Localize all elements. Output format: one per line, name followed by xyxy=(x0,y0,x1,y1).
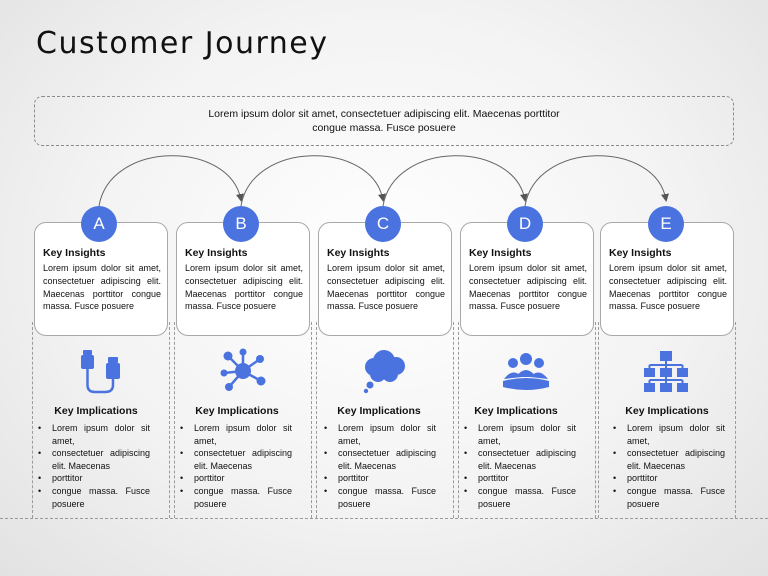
list-item: Lorem ipsum dolor sit amet, xyxy=(464,422,576,447)
implications-list-e: Lorem ipsum dolor sit amet, consectetuer… xyxy=(613,422,725,510)
stage-badge-b: B xyxy=(223,206,259,242)
list-item: consectetuer adipiscing elit. Maecenas xyxy=(464,447,576,472)
insight-title: Key Insights xyxy=(609,247,672,259)
list-item: consectetuer adipiscing elit. Maecenas xyxy=(324,447,436,472)
column-guide xyxy=(174,322,312,518)
list-item: congue massa. Fusce posuere xyxy=(180,485,292,510)
list-item: congue massa. Fusce posuere xyxy=(464,485,576,510)
intro-text: Lorem ipsum dolor sit amet, consectetuer… xyxy=(208,108,560,134)
implications-title-c: Key Implications xyxy=(337,405,421,417)
insight-title: Key Insights xyxy=(327,247,390,259)
implications-list-b: Lorem ipsum dolor sit amet, consectetuer… xyxy=(180,422,292,510)
insight-text: Lorem ipsum dolor sit amet, consectetuer… xyxy=(609,263,727,312)
arc-d-e xyxy=(524,155,669,207)
insight-text: Lorem ipsum dolor sit amet, consectetuer… xyxy=(185,263,303,312)
column-guide xyxy=(598,322,736,518)
list-item: Lorem ipsum dolor sit amet, xyxy=(38,422,150,447)
list-item: porttitor xyxy=(180,472,292,485)
insight-text: Lorem ipsum dolor sit amet, consectetuer… xyxy=(469,263,587,312)
implications-title-a: Key Implications xyxy=(54,405,138,417)
insight-text: Lorem ipsum dolor sit amet, consectetuer… xyxy=(327,263,445,312)
org-chart-icon xyxy=(644,351,688,392)
thought-cloud-icon xyxy=(363,350,405,394)
implications-title-b: Key Implications xyxy=(195,405,279,417)
column-guide xyxy=(316,322,454,518)
intro-box: Lorem ipsum dolor sit amet, consectetuer… xyxy=(34,96,734,146)
usb-cable-icon xyxy=(81,350,120,394)
implications-list-c: Lorem ipsum dolor sit amet, consectetuer… xyxy=(324,422,436,510)
implications-title-d: Key Implications xyxy=(474,405,558,417)
list-item: porttitor xyxy=(38,472,150,485)
insight-text: Lorem ipsum dolor sit amet, consectetuer… xyxy=(43,263,161,312)
page-title: Customer Journey xyxy=(36,26,329,61)
stage-badge-a: A xyxy=(81,206,117,242)
base-divider xyxy=(0,518,768,519)
arc-a-b xyxy=(98,155,244,207)
insight-title: Key Insights xyxy=(43,247,106,259)
list-item: consectetuer adipiscing elit. Maecenas xyxy=(613,447,725,472)
list-item: porttitor xyxy=(613,472,725,485)
implications-list-d: Lorem ipsum dolor sit amet, consectetuer… xyxy=(464,422,576,510)
list-item: Lorem ipsum dolor sit amet, xyxy=(324,422,436,447)
network-hub-icon xyxy=(220,348,266,391)
implications-title-e: Key Implications xyxy=(625,405,709,417)
audience-group-icon xyxy=(503,353,549,390)
list-item: porttitor xyxy=(324,472,436,485)
list-item: consectetuer adipiscing elit. Maecenas xyxy=(180,447,292,472)
list-item: consectetuer adipiscing elit. Maecenas xyxy=(38,447,150,472)
insight-title: Key Insights xyxy=(185,247,248,259)
stage-badge-d: D xyxy=(507,206,543,242)
implications-list-a: Lorem ipsum dolor sit amet, consectetuer… xyxy=(38,422,150,510)
column-guide xyxy=(32,322,170,518)
column-guide xyxy=(458,322,596,518)
insight-title: Key Insights xyxy=(469,247,532,259)
list-item: congue massa. Fusce posuere xyxy=(324,485,436,510)
list-item: Lorem ipsum dolor sit amet, xyxy=(180,422,292,447)
stage-badge-e: E xyxy=(648,206,684,242)
stage-badge-c: C xyxy=(365,206,401,242)
list-item: Lorem ipsum dolor sit amet, xyxy=(613,422,725,447)
arc-b-c xyxy=(240,155,386,207)
list-item: congue massa. Fusce posuere xyxy=(613,485,725,510)
list-item: porttitor xyxy=(464,472,576,485)
list-item: congue massa. Fusce posuere xyxy=(38,485,150,510)
arc-c-d xyxy=(382,155,528,207)
